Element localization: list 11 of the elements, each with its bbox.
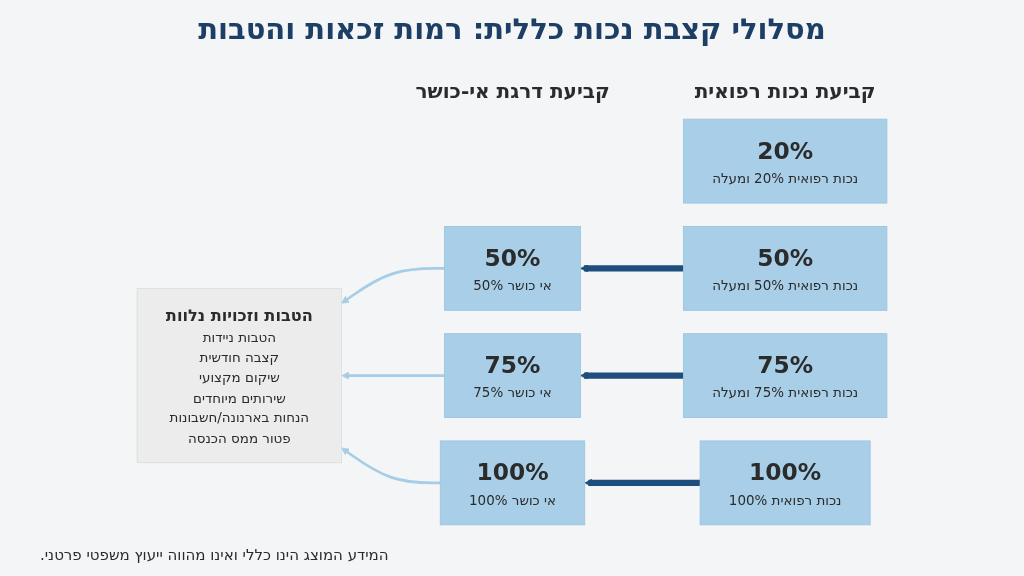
arrow: [341, 371, 445, 380]
title: מסלולי קצבת נכות כללית: רמות זכאות והטבות: [197, 12, 827, 46]
arrow: [341, 447, 441, 485]
disclaimer-note: המידע המוצג הינו כללי ואינו מהווה ייעוץ משפטי פרטני.: [40, 546, 389, 564]
list-panel: הטבות וזכויות נלוות הטבות ניידות קצבה חודשית שיקום מקצועי שירותים מיוחדים הנחות בארנונה/חשבונות פטור ממס הכנסה: [136, 288, 342, 464]
arrow: [341, 267, 445, 304]
arrow: [580, 264, 684, 273]
arrow: [580, 371, 684, 380]
column-heading: קביעת נכות רפואית: [694, 79, 876, 104]
column-heading: קביעת דרגת אי-כושר: [415, 79, 610, 104]
arrow: [584, 478, 701, 487]
